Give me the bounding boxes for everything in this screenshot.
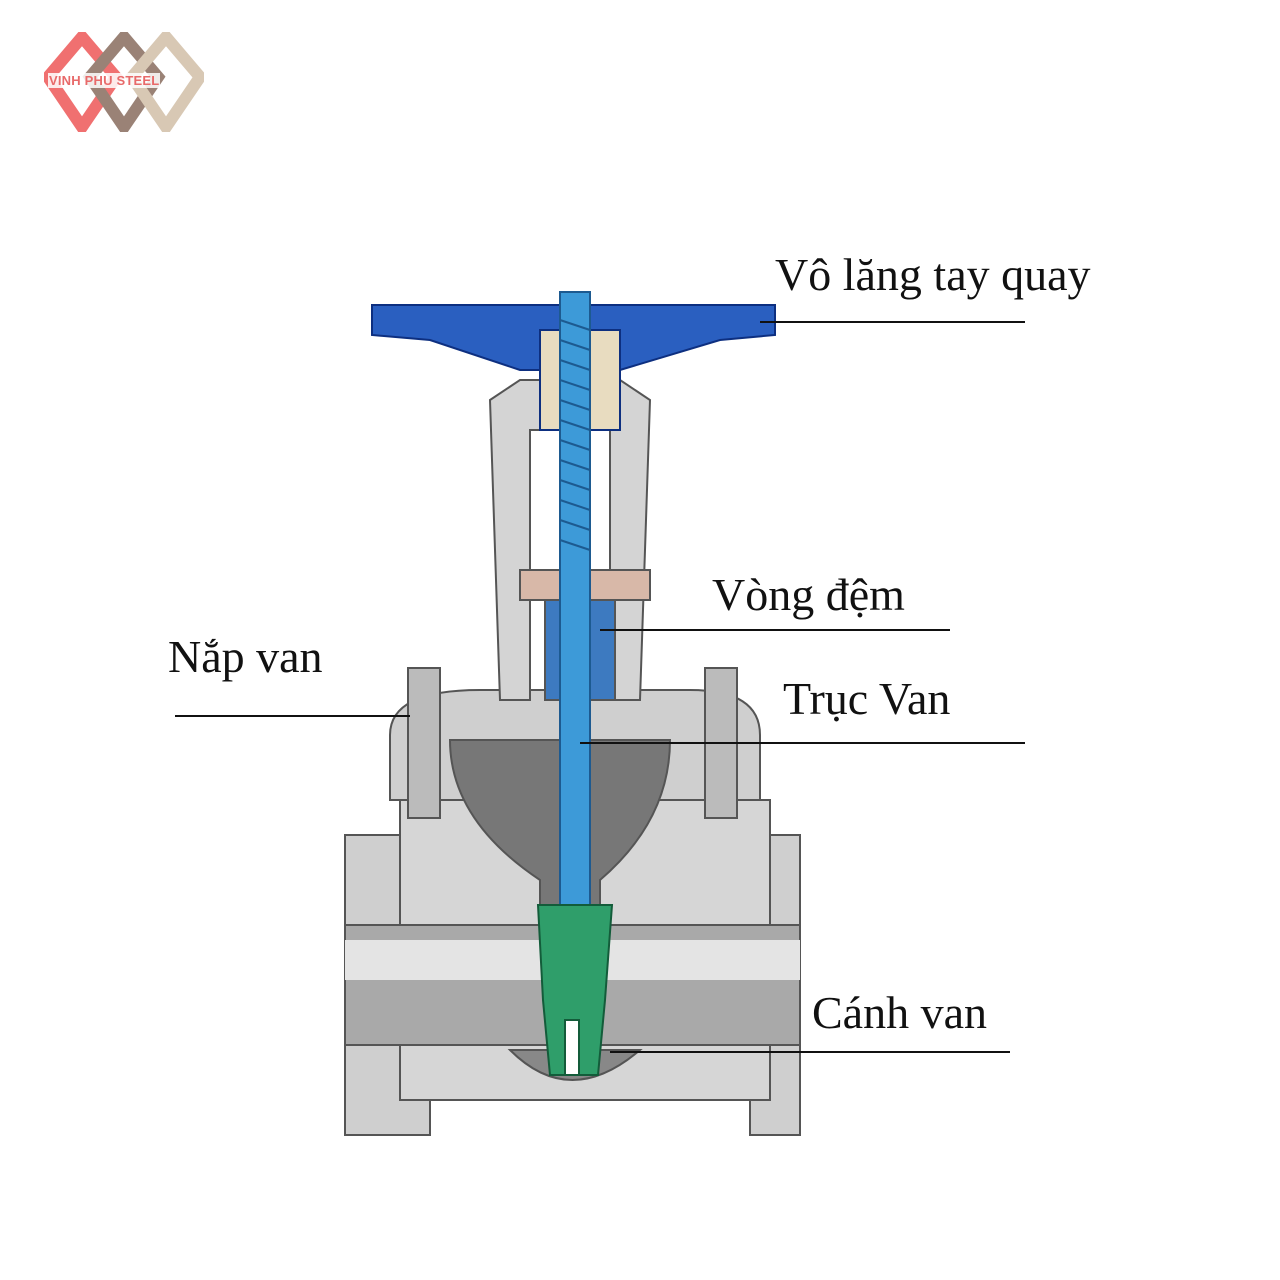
valve-stem (559, 291, 591, 933)
logo-text: VINH PHU STEEL (48, 73, 161, 88)
disc-slot (564, 1019, 580, 1076)
stem-thread (559, 319, 591, 551)
leader-gasket (600, 629, 950, 631)
label-stem: Trục Van (783, 673, 951, 724)
valve-disc (536, 904, 614, 1076)
label-handwheel: Vô lăng tay quay (775, 249, 1091, 300)
leader-disc (610, 1051, 1010, 1053)
leader-stem (580, 742, 1025, 744)
leader-bonnet (175, 715, 410, 717)
leader-handwheel (760, 321, 1025, 323)
vinh-phu-steel-logo (44, 32, 204, 132)
label-bonnet: Nắp van (168, 631, 323, 682)
label-gasket: Vòng đệm (712, 569, 905, 620)
label-disc: Cánh van (812, 987, 988, 1038)
